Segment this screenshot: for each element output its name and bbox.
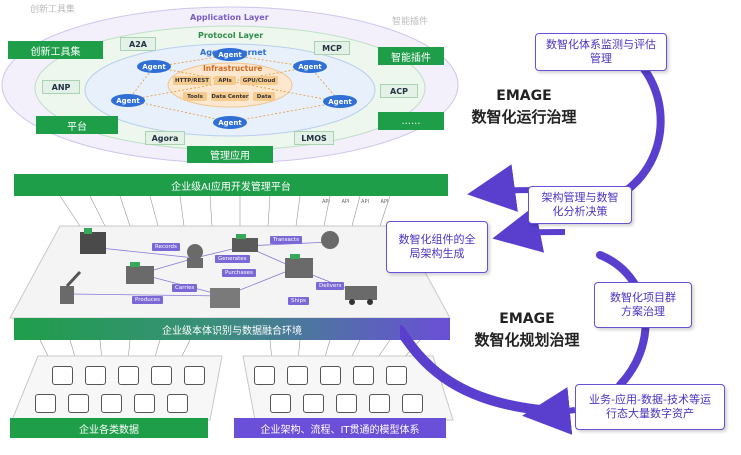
- agent-node: Agent: [213, 116, 247, 129]
- rel-transacts: Transacts: [270, 236, 302, 244]
- gear-icon: [270, 394, 291, 413]
- rel-records: Records: [152, 243, 180, 251]
- project-box: 数智化项目群方案治理: [594, 282, 692, 328]
- monitor-box: 数智化体系监测与评估管理: [535, 33, 667, 71]
- api-tag: API: [380, 199, 389, 205]
- chip-anp: ANP: [42, 80, 80, 94]
- chart-icon: [402, 394, 423, 413]
- more-box: ......: [378, 112, 444, 130]
- infra-http-rest: HTTP/REST: [173, 76, 211, 85]
- table-icon: [101, 394, 122, 413]
- agent-node: Agent: [213, 48, 247, 61]
- infra-data: Data: [253, 92, 275, 101]
- database-icon: [85, 366, 106, 385]
- rel-delivers: Delivers: [316, 282, 345, 290]
- agent-node: Agent: [293, 60, 327, 73]
- smart-plugins-box: 智能插件: [378, 47, 444, 65]
- api-tag: API: [341, 199, 350, 205]
- data-icon: [151, 366, 172, 385]
- ontology-bar: 企业级本体识别与数据融合环境: [14, 318, 450, 340]
- database-icon: [167, 394, 188, 413]
- infrastructure-title: Infrastructure: [203, 64, 263, 73]
- agent-node: Agent: [137, 60, 171, 73]
- ai-platform-bar: 企业级AI应用开发管理平台: [14, 174, 448, 196]
- rel-carries: Carries: [172, 284, 198, 292]
- flow-icon: [254, 366, 275, 385]
- innovation-tools-box: 创新工具集: [8, 41, 103, 59]
- agent-node: Agent: [111, 94, 145, 107]
- rel-purchases: Purchases: [222, 269, 256, 277]
- arch-mgmt-box: 架构管理与数智化分析决策: [528, 186, 632, 224]
- management-apps-box: 管理应用: [187, 146, 273, 163]
- rel-generates: Generates: [215, 255, 250, 263]
- chip-mcp: MCP: [314, 41, 350, 55]
- table-icon: [118, 366, 139, 385]
- emage-top-subtitle: 数智化运行治理: [471, 108, 577, 126]
- grid-icon: [336, 394, 357, 413]
- infra-gpu-cloud: GPU/Cloud: [240, 76, 278, 85]
- rel-produces: Produces: [132, 296, 163, 304]
- emage-bottom-subtitle: 数智化规划治理: [474, 331, 580, 349]
- chip-a2a: A2A: [120, 37, 156, 51]
- database-icon: [35, 394, 56, 413]
- api-tag: API: [361, 199, 369, 205]
- rel-ships: Ships: [288, 297, 309, 305]
- infra-tools: Tools: [183, 92, 207, 101]
- grid-icon: [68, 394, 89, 413]
- grid-icon: [320, 366, 341, 385]
- emage-bottom-title: EMAGE: [499, 311, 555, 327]
- application-layer-title: Application Layer: [190, 13, 269, 22]
- platform-box: 平台: [36, 116, 118, 134]
- model-system-bar: 企业架构、流程、IT贯通的模型体系: [234, 418, 446, 438]
- assets-box: 业务-应用-数据-技术等运行态大量数字资产: [575, 384, 725, 430]
- database-icon: [184, 366, 205, 385]
- flow-icon: [369, 394, 390, 413]
- data-icon: [52, 366, 73, 385]
- chip-acp: ACP: [380, 84, 418, 98]
- network-icon: [386, 366, 407, 385]
- agent-node: Agent: [323, 95, 357, 108]
- chip-lmos: LMOS: [294, 131, 334, 145]
- chip-agora: Agora: [145, 131, 185, 145]
- global-arch-box: 数智化组件的全局架构生成: [386, 221, 488, 273]
- enterprise-data-bar: 企业各类数据: [10, 418, 208, 438]
- top-label-right: 智能插件: [392, 17, 429, 27]
- data-icon: [134, 394, 155, 413]
- protocol-layer-title: Protocol Layer: [198, 31, 264, 40]
- infra-apis: APIs: [214, 76, 236, 85]
- api-tags: API API API API: [322, 199, 388, 205]
- network-icon: [303, 394, 324, 413]
- api-tag: API: [322, 199, 330, 205]
- top-label-left: 创新工具集: [30, 5, 76, 15]
- infra-data-center: Data Center: [211, 92, 249, 101]
- chart-icon: [287, 366, 308, 385]
- data-plane: [11, 355, 223, 421]
- gear-icon: [353, 366, 374, 385]
- emage-top-title: EMAGE: [496, 88, 552, 104]
